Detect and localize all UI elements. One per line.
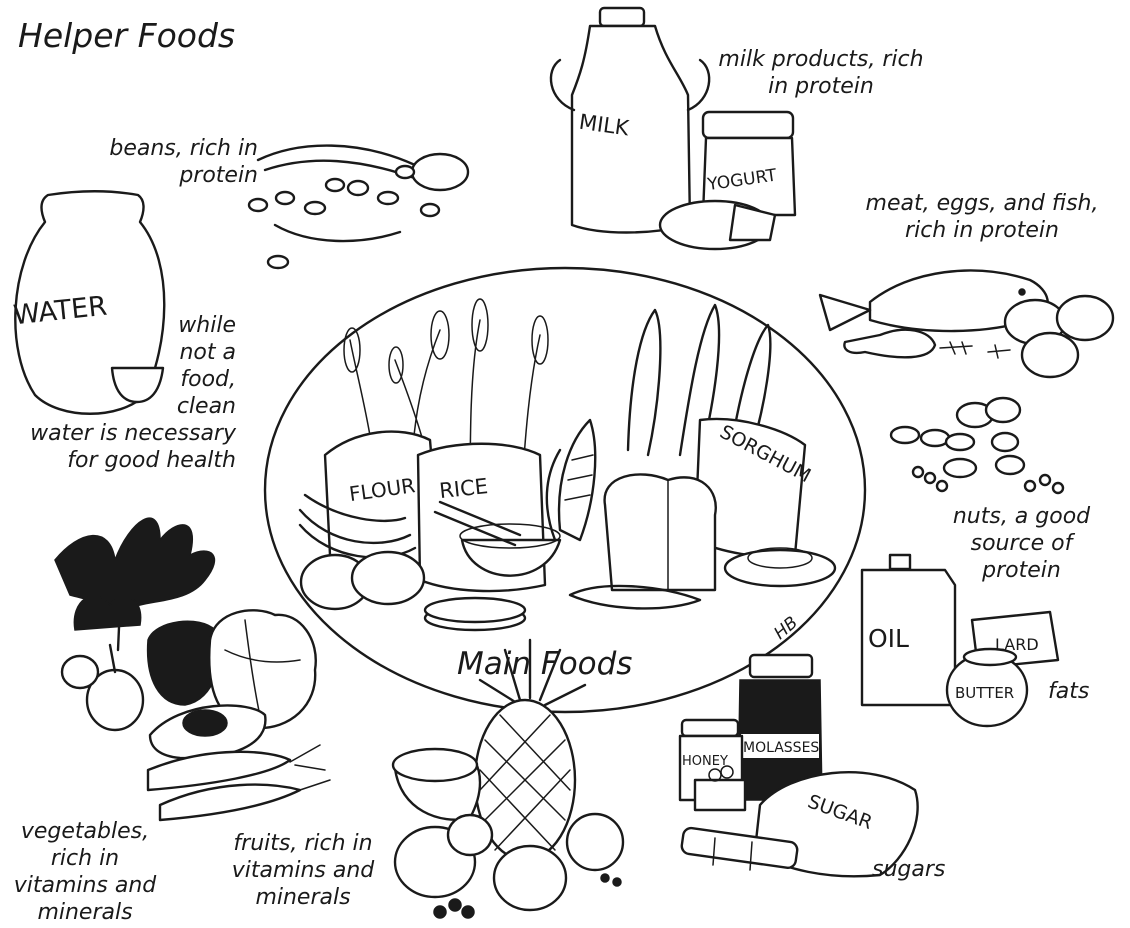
fruits-caption: fruits, rich in vitamins and minerals [213, 830, 393, 911]
tortillas-illustration [425, 598, 525, 630]
water-caption: while not a food, clean water is necessa… [8, 312, 236, 474]
nuts-caption: nuts, a good source of protein [944, 503, 1099, 584]
corn-cob-illustration [547, 420, 595, 540]
butter-pot-illustration: BUTTER [947, 649, 1027, 726]
berries-illustration [434, 899, 474, 918]
molasses-label: MOLASSES [743, 740, 819, 756]
garlic-illustration [62, 656, 98, 688]
eggs-illustration [1005, 296, 1113, 377]
papaya-illustration [393, 749, 480, 820]
nuts-illustration [891, 398, 1063, 493]
beans-illustration [249, 146, 468, 268]
avocado-illustration [150, 705, 265, 758]
tomato-illustration [567, 814, 623, 886]
artist-initials: HB [770, 613, 802, 644]
sugars-caption: sugars [872, 856, 945, 883]
butter-label: BUTTER [955, 684, 1014, 702]
yogurt-jar-illustration: YOGURT [703, 112, 795, 215]
meat-eggs-fish-caption: meat, eggs, and fish, rich in protein [852, 190, 1112, 244]
onion-illustration [87, 645, 143, 730]
fats-caption: fats [1048, 678, 1089, 705]
oil-label: OIL [868, 624, 909, 653]
pepper-illustration [148, 621, 219, 705]
potatoes-illustration [301, 552, 424, 609]
vegetables-caption: vegetables, rich in vitamins and mineral… [4, 818, 166, 926]
beans-caption: beans, rich in protein [80, 135, 258, 189]
page-title: Helper Foods [18, 16, 235, 55]
honey-label: HONEY [682, 754, 728, 769]
milk-can-illustration: MILK [551, 8, 709, 233]
insects-illustration [940, 342, 1010, 358]
oil-can-illustration: OIL [862, 555, 955, 705]
milk-caption: milk products, rich in protein [706, 46, 936, 100]
bread-loaf-illustration [605, 474, 716, 590]
rice-label: RICE [438, 474, 489, 503]
chicken-leg-illustration [844, 330, 935, 358]
main-foods-label: Main Foods [457, 646, 632, 682]
